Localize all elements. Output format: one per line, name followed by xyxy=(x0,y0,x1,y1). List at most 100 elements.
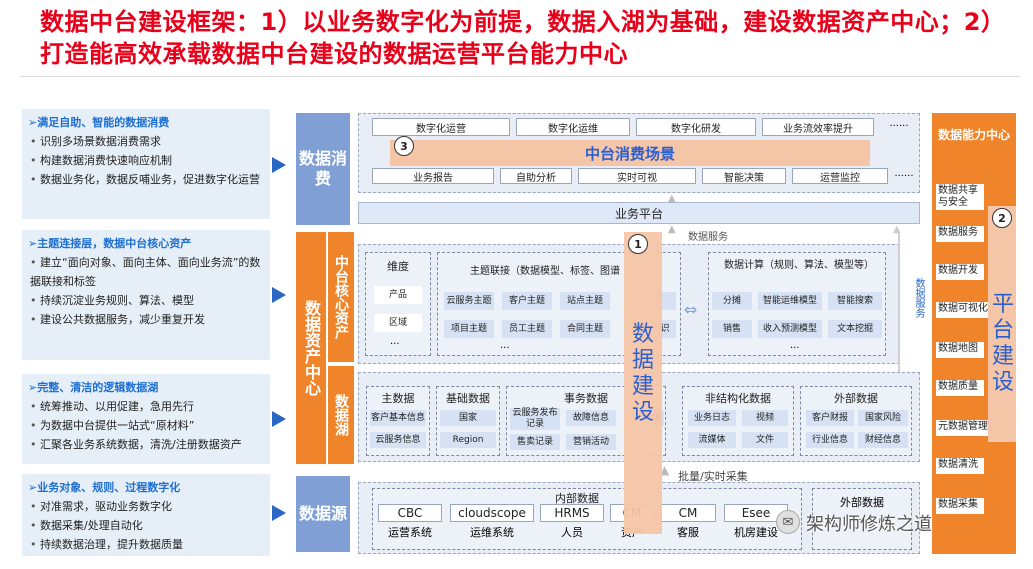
lake-item: 视频 xyxy=(742,410,788,426)
topic-item: 员工主题 xyxy=(502,320,552,338)
circle-1-icon: 1 xyxy=(628,234,648,254)
lake-item: 统筹推动、以用促建，急用先行 xyxy=(28,397,264,416)
page-title: 数据中台建设框架：1）以业务数字化为前提，数据入湖为基础，建设数据资产中心；2）… xyxy=(40,8,994,68)
topic-item: 客户主题 xyxy=(502,292,552,310)
platform-label: 平台建设 xyxy=(991,292,1014,395)
lake-group-title: 非结构化数据 xyxy=(705,392,771,405)
lake-item: 财经信息 xyxy=(858,432,908,448)
calc-item: 智能运维模型 xyxy=(758,292,822,310)
asset-center-label: 数据资产中心 xyxy=(296,232,326,464)
lake-label: 数据湖 xyxy=(328,366,354,464)
lake-item: 故障信息 xyxy=(566,410,616,426)
capability-list: 数据共享与安全 数据服务 数据开发 数据可视化 数据地图 数据质量 元数据管理 … xyxy=(936,184,1012,554)
lake-group-title: 基础数据 xyxy=(446,392,490,405)
source-system-sub: 运营系统 xyxy=(388,526,432,539)
asset-panel: ➢主题连接层，数据中台核心资产 建立“面向对象、面向主体、面向业务流”的数据联接… xyxy=(22,230,270,360)
divider xyxy=(20,76,1020,77)
lake-panel: ➢完整、清洁的逻辑数据湖 统筹推动、以用促建，急用先行 为数据中台提供一站式“原… xyxy=(22,374,270,464)
lake-item: 云服务信息 xyxy=(370,432,426,448)
up-arrow-icon: ▲ xyxy=(668,224,676,235)
up-arrow-icon: ▲ xyxy=(668,193,676,204)
arrow-right-icon xyxy=(272,287,286,303)
side-arrow-line xyxy=(898,232,908,462)
capability-item: 数据质量 xyxy=(936,380,984,396)
capability-item: 数据服务 xyxy=(936,226,984,242)
capability-item: 元数据管理 xyxy=(936,420,990,436)
lake-group-title: 主数据 xyxy=(381,392,415,405)
topic-title: 主题联接（数据模型、标签、图谱 xyxy=(470,266,620,277)
arrow-right-icon xyxy=(272,411,286,427)
lake-item: 国家 xyxy=(440,410,496,426)
source-item: 数据采集/处理自动化 xyxy=(28,516,264,535)
lake-item: 国家风险 xyxy=(858,410,908,426)
source-panel: ➢业务对象、规则、过程数字化 对准需求，驱动业务数字化 数据采集/处理自动化 持… xyxy=(22,474,270,556)
capability-item: 数据清洗 xyxy=(936,458,984,474)
lake-item: 营销活动 xyxy=(566,434,616,450)
consume-top-more: ...... xyxy=(889,118,909,129)
dimension-group xyxy=(365,252,431,356)
calc-more: ... xyxy=(790,340,800,351)
source-system-sub: 运维系统 xyxy=(470,526,514,539)
arrow-right-icon xyxy=(272,505,286,521)
consume-bottom-item: 业务报告 xyxy=(372,168,494,184)
consume-top-item: 数字化运维 xyxy=(516,118,630,136)
consume-bottom-more: ...... xyxy=(894,168,914,179)
dimension-more: ... xyxy=(390,336,400,347)
source-system-sub: 人员 xyxy=(561,526,583,539)
calc-item: 销售 xyxy=(712,320,752,338)
outer-data-more: ... xyxy=(852,512,862,523)
biz-platform: 业务平台 xyxy=(358,202,920,224)
consume-panel: ➢满足自助、智能的数据消费 识别多场景数据消费需求 构建数据消费快速响应机制 数… xyxy=(22,109,270,219)
lake-group-title: 外部数据 xyxy=(834,392,878,405)
arrow-right-icon xyxy=(272,157,286,173)
capability-item: 数据开发 xyxy=(936,264,984,280)
lake-item: 业务日志 xyxy=(688,410,736,426)
topic-more: ... xyxy=(500,340,510,351)
dimension-item: 区域 xyxy=(374,314,422,332)
inner-data-list: CBC 运营系统 cloudscope 运维系统 HRMS 人员 CM 资产 C… xyxy=(378,504,798,548)
consume-top-item: 数字化运营 xyxy=(372,118,510,136)
calc-item: 文本挖掘 xyxy=(828,320,882,338)
dimension-item: 产品 xyxy=(374,286,422,304)
asset-item: 建立“面向对象、面向主体、面向业务流”的数据联接和标签 xyxy=(28,253,264,291)
topic-item: 合同主题 xyxy=(560,320,610,338)
consume-bottom-item: 自助分析 xyxy=(500,168,572,184)
lake-item: Region xyxy=(440,432,496,448)
data-service-label: 数据服务 xyxy=(688,232,728,243)
source-system: Esee xyxy=(724,504,788,522)
wechat-icon: ✉ xyxy=(776,510,800,534)
capability-item: 数据共享与安全 xyxy=(936,184,984,210)
data-build-bar xyxy=(624,232,662,534)
consume-bottom-item: 智能决策 xyxy=(702,168,786,184)
side-data-service-label: 数据服务 xyxy=(913,278,924,318)
source-item: 持续数据治理，提升数据质量 xyxy=(28,535,264,554)
watermark: 架构师修炼之道 xyxy=(806,514,932,535)
circle-2-icon: 2 xyxy=(992,208,1012,228)
capability-item: 数据采集 xyxy=(936,498,984,514)
capability-title: 数据能力中心 xyxy=(938,128,1011,142)
double-arrow-icon: ⇔ xyxy=(684,300,698,319)
lake-item: 客户财报 xyxy=(806,410,854,426)
consume-top-item: 数字化研发 xyxy=(636,118,756,136)
topic-item: 站点主题 xyxy=(560,292,610,310)
source-system-sub: 机房建设 xyxy=(734,526,778,539)
dimension-title: 维度 xyxy=(387,260,409,273)
capability-item: 数据地图 xyxy=(936,342,984,358)
up-arrow-icon: ▲ xyxy=(893,224,901,235)
calc-item: 分摊 xyxy=(712,292,752,310)
source-system: CBC xyxy=(378,504,442,522)
circle-3-icon: 3 xyxy=(394,136,414,156)
source-system: HRMS xyxy=(540,504,604,522)
outer-data-title: 外部数据 xyxy=(840,496,884,509)
consume-item: 构建数据消费快速响应机制 xyxy=(28,151,264,170)
source-system: CM xyxy=(660,504,716,522)
lake-item: 行业信息 xyxy=(806,432,854,448)
lake-item: 售卖记录 xyxy=(510,434,560,450)
consume-head: ➢满足自助、智能的数据消费 xyxy=(28,116,170,129)
lake-item: 客户基本信息 xyxy=(370,410,426,426)
calc-item: 收入预测模型 xyxy=(758,320,822,338)
consume-bottom-item: 运营监控 xyxy=(792,168,888,184)
collect-label: 批量/实时采集 xyxy=(678,470,748,483)
asset-head: ➢主题连接层，数据中台核心资产 xyxy=(28,237,192,250)
core-asset-label: 中台核心资产 xyxy=(328,232,354,362)
